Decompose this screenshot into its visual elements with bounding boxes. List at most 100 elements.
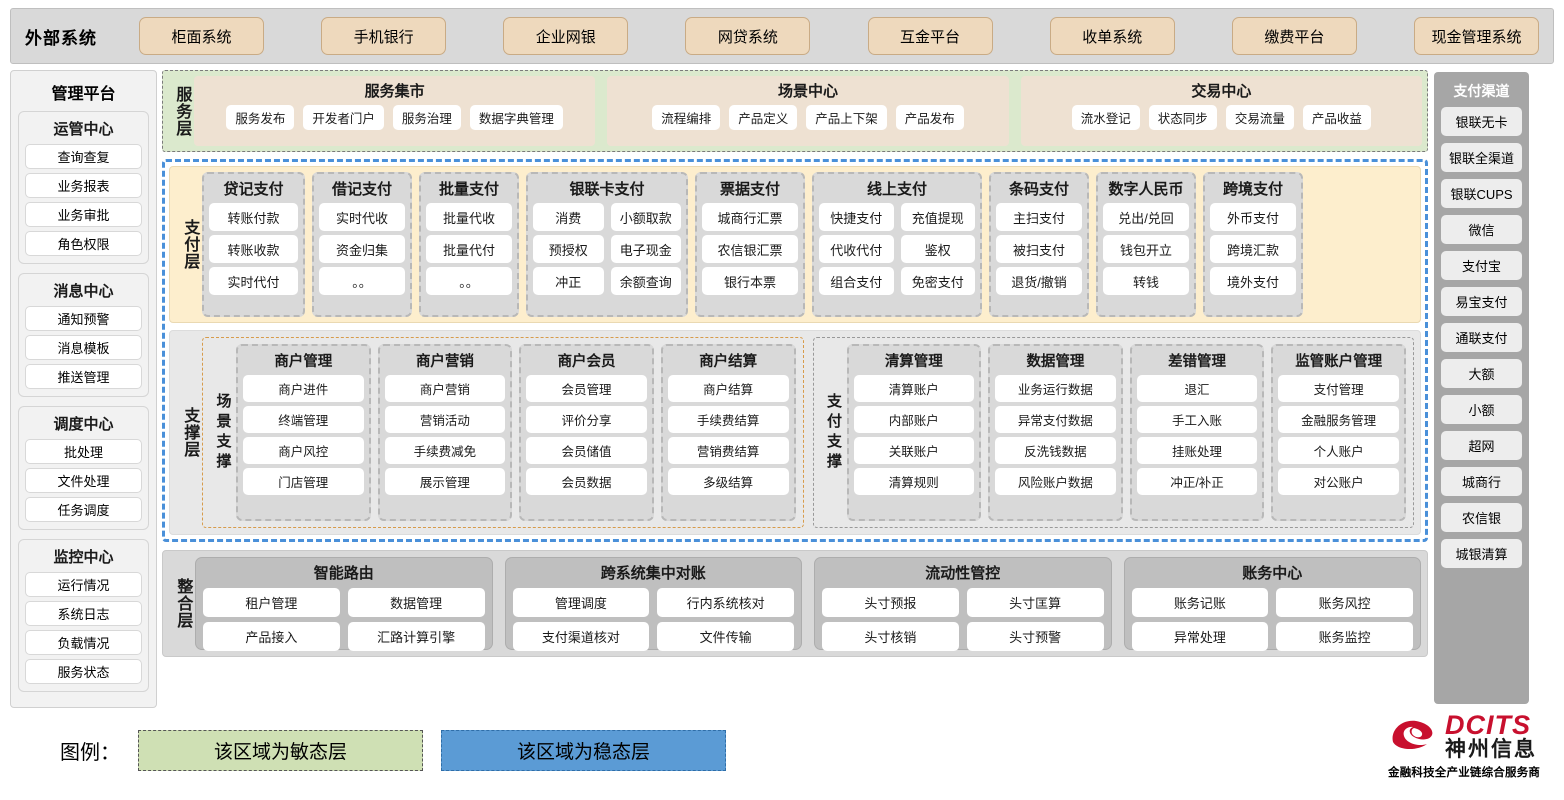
payment-item[interactable]: 实时代收 — [319, 203, 405, 231]
service-item[interactable]: 产品收益 — [1302, 105, 1371, 130]
sidebar-item-角色权限[interactable]: 角色权限 — [25, 231, 142, 256]
support-item[interactable]: 手续费减免 — [384, 437, 506, 464]
service-item[interactable]: 产品定义 — [729, 105, 798, 130]
sidebar-item-任务调度[interactable]: 任务调度 — [25, 497, 142, 522]
integration-item[interactable]: 支付渠道核对 — [512, 622, 650, 651]
support-item[interactable]: 商户风控 — [243, 437, 364, 464]
service-item[interactable]: 服务治理 — [392, 105, 461, 130]
sidebar-item-文件处理[interactable]: 文件处理 — [25, 468, 142, 493]
integration-item[interactable]: 头寸预警 — [966, 622, 1104, 651]
support-item[interactable]: 会员数据 — [526, 468, 647, 495]
payment-item[interactable]: 组合支付 — [819, 267, 894, 295]
payment-item[interactable]: 免密支付 — [900, 267, 975, 295]
payment-item[interactable]: 鉴权 — [900, 235, 975, 263]
payment-channel-item[interactable]: 城商行 — [1441, 467, 1522, 496]
payment-item[interactable]: 冲正 — [533, 267, 604, 295]
payment-item[interactable]: 。。 — [426, 267, 512, 295]
payment-item[interactable]: 余额查询 — [610, 267, 681, 295]
payment-item[interactable]: 银行本票 — [702, 267, 798, 295]
integration-item[interactable]: 文件传输 — [657, 622, 794, 651]
service-item[interactable]: 流水登记 — [1071, 105, 1140, 130]
support-item[interactable]: 手续费结算 — [667, 406, 789, 433]
sidebar-item-运行情况[interactable]: 运行情况 — [25, 572, 142, 597]
sidebar-item-消息模板[interactable]: 消息模板 — [25, 335, 142, 360]
payment-channel-item[interactable]: 通联支付 — [1441, 323, 1522, 352]
payment-item[interactable]: 批量代收 — [426, 203, 512, 231]
external-system-chip[interactable]: 柜面系统 — [139, 17, 264, 55]
support-item[interactable]: 清算规则 — [853, 468, 975, 495]
support-item[interactable]: 会员管理 — [526, 375, 647, 402]
support-item[interactable]: 营销活动 — [384, 406, 506, 433]
external-system-chip[interactable]: 缴费平台 — [1231, 17, 1357, 55]
support-item[interactable]: 门店管理 — [243, 468, 364, 495]
payment-item[interactable]: 农信银汇票 — [702, 235, 798, 263]
support-item[interactable]: 会员储值 — [526, 437, 647, 464]
payment-channel-item[interactable]: 银联无卡 — [1441, 107, 1522, 136]
external-system-chip[interactable]: 现金管理系统 — [1413, 17, 1539, 55]
external-system-chip[interactable]: 手机银行 — [321, 17, 447, 55]
support-item[interactable]: 退汇 — [1136, 375, 1258, 402]
service-item[interactable]: 数据字典管理 — [469, 105, 563, 130]
payment-item[interactable]: 跨境汇款 — [1210, 235, 1296, 263]
service-item[interactable]: 产品发布 — [895, 105, 964, 130]
payment-item[interactable]: 消费 — [533, 203, 604, 231]
payment-channel-item[interactable]: 易宝支付 — [1441, 287, 1522, 316]
integration-item[interactable]: 账务监控 — [1276, 622, 1413, 651]
support-item[interactable]: 商户进件 — [243, 375, 364, 402]
payment-item[interactable]: 小额取款 — [610, 203, 681, 231]
payment-item[interactable]: 实时代付 — [209, 267, 298, 295]
sidebar-item-批处理[interactable]: 批处理 — [25, 439, 142, 464]
payment-item[interactable]: 预授权 — [533, 235, 604, 263]
payment-channel-item[interactable]: 银联CUPS — [1441, 179, 1522, 208]
integration-item[interactable]: 管理调度 — [512, 588, 650, 617]
integration-item[interactable]: 头寸匡算 — [966, 588, 1104, 617]
support-item[interactable]: 多级结算 — [667, 468, 789, 495]
service-item[interactable]: 开发者门户 — [303, 105, 384, 130]
sidebar-item-业务审批[interactable]: 业务审批 — [25, 202, 142, 227]
payment-item[interactable]: 被扫支付 — [996, 235, 1082, 263]
sidebar-item-推送管理[interactable]: 推送管理 — [25, 364, 142, 389]
integration-item[interactable]: 数据管理 — [347, 588, 485, 617]
support-item[interactable]: 反洗钱数据 — [995, 437, 1116, 464]
payment-item[interactable]: 代收代付 — [819, 235, 894, 263]
payment-item[interactable]: 。。 — [319, 267, 405, 295]
support-item[interactable]: 异常支付数据 — [995, 406, 1116, 433]
payment-item[interactable]: 转账付款 — [209, 203, 298, 231]
payment-item[interactable]: 快捷支付 — [819, 203, 894, 231]
payment-item[interactable]: 转账收款 — [209, 235, 298, 263]
service-item[interactable]: 交易流量 — [1225, 105, 1294, 130]
integration-item[interactable]: 行内系统核对 — [657, 588, 794, 617]
payment-channel-item[interactable]: 支付宝 — [1441, 251, 1522, 280]
support-item[interactable]: 个人账户 — [1278, 437, 1399, 464]
payment-item[interactable]: 转钱 — [1103, 267, 1189, 295]
payment-channel-item[interactable]: 农信银 — [1441, 503, 1522, 532]
integration-item[interactable]: 账务记账 — [1131, 588, 1269, 617]
payment-item[interactable]: 退货/撤销 — [996, 267, 1082, 295]
service-item[interactable]: 服务发布 — [226, 105, 295, 130]
support-item[interactable]: 清算账户 — [853, 375, 975, 402]
payment-item[interactable]: 外币支付 — [1210, 203, 1296, 231]
integration-item[interactable]: 头寸核销 — [822, 622, 959, 651]
sidebar-item-通知预警[interactable]: 通知预警 — [25, 306, 142, 331]
service-item[interactable]: 状态同步 — [1148, 105, 1217, 130]
support-item[interactable]: 评价分享 — [526, 406, 647, 433]
support-item[interactable]: 支付管理 — [1278, 375, 1399, 402]
payment-channel-item[interactable]: 大额 — [1441, 359, 1522, 388]
payment-channel-item[interactable]: 超网 — [1441, 431, 1522, 460]
payment-channel-item[interactable]: 城银清算 — [1441, 539, 1522, 568]
support-item[interactable]: 营销费结算 — [667, 437, 789, 464]
service-item[interactable]: 流程编排 — [652, 105, 721, 130]
payment-item[interactable]: 电子现金 — [610, 235, 681, 263]
payment-item[interactable]: 兑出/兑回 — [1103, 203, 1189, 231]
integration-item[interactable]: 异常处理 — [1131, 622, 1269, 651]
payment-item[interactable]: 充值提现 — [900, 203, 975, 231]
support-item[interactable]: 业务运行数据 — [995, 375, 1116, 402]
sidebar-item-服务状态[interactable]: 服务状态 — [25, 659, 142, 684]
integration-item[interactable]: 汇路计算引擎 — [347, 622, 485, 651]
integration-item[interactable]: 产品接入 — [203, 622, 340, 651]
service-item[interactable]: 产品上下架 — [806, 105, 887, 130]
payment-item[interactable]: 主扫支付 — [996, 203, 1082, 231]
support-item[interactable]: 商户营销 — [384, 375, 506, 402]
payment-item[interactable]: 境外支付 — [1210, 267, 1296, 295]
sidebar-item-查询查复[interactable]: 查询查复 — [25, 144, 142, 169]
